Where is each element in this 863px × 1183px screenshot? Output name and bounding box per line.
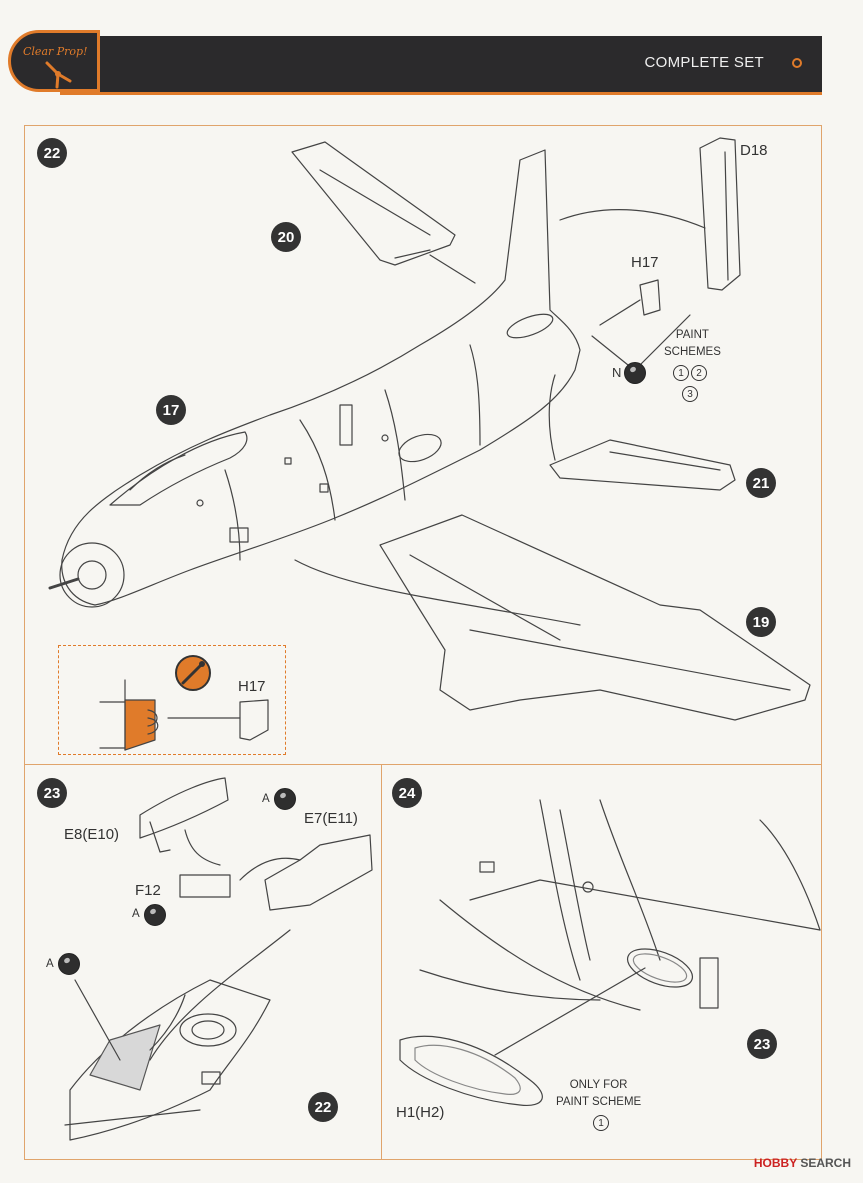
only-for-scheme-number: 1 [592, 1115, 610, 1132]
paint-n-label: N [612, 365, 622, 380]
paint-n-icon [624, 362, 646, 384]
logo-text: Clear Prop! [23, 45, 88, 58]
label-e8: E8(E10) [64, 826, 120, 843]
part-21-badge: 21 [746, 468, 776, 498]
part-19-badge: 19 [746, 607, 776, 637]
scheme-2-icon: 2 [691, 365, 707, 381]
brand-logo: Clear Prop! [8, 30, 100, 92]
propeller-icon [45, 61, 72, 89]
header-bar: COMPLETE SET [60, 36, 822, 95]
label-e7: E7(E11) [304, 810, 358, 827]
paint-a-label-2: A [132, 908, 140, 920]
paint-a-icon-3 [58, 953, 80, 975]
step-24-badge: 24 [392, 778, 422, 808]
scheme-3-icon: 3 [682, 386, 698, 402]
paint-a-label-1: A [262, 793, 270, 805]
scheme-1-icon-step24: 1 [593, 1115, 609, 1131]
watermark: HOBBY SEARCH [754, 1156, 851, 1170]
paint-a-icon-2 [144, 904, 166, 926]
part-23-badge: 23 [747, 1029, 777, 1059]
label-h1: H1(H2) [396, 1104, 445, 1121]
part-17-badge: 17 [156, 395, 186, 425]
only-for-paint-scheme-label: ONLY FOR PAINT SCHEME [556, 1079, 642, 1108]
paint-a-icon-1 [274, 788, 296, 810]
scheme-1-icon: 1 [673, 365, 689, 381]
paint-schemes-label: PAINT SCHEMES [664, 329, 721, 358]
label-h17-detail: H17 [238, 678, 266, 695]
part-20-badge: 20 [271, 222, 301, 252]
step-24-panel [381, 764, 822, 1160]
paint-a-label-3: A [46, 958, 54, 970]
step-23-badge: 23 [37, 778, 67, 808]
label-h17: H17 [631, 254, 659, 271]
watermark-brand: HOBBY [753, 1156, 797, 1170]
header-dot-icon [792, 58, 802, 68]
paint-scheme-numbers-row2: 3 [681, 386, 699, 403]
watermark-suffix: SEARCH [800, 1156, 851, 1170]
part-22-badge: 22 [308, 1092, 338, 1122]
step-22-badge: 22 [37, 138, 67, 168]
detail-inset [58, 645, 286, 755]
header-title: COMPLETE SET [644, 54, 764, 71]
label-f12: F12 [135, 882, 161, 899]
label-d18: D18 [740, 142, 768, 159]
